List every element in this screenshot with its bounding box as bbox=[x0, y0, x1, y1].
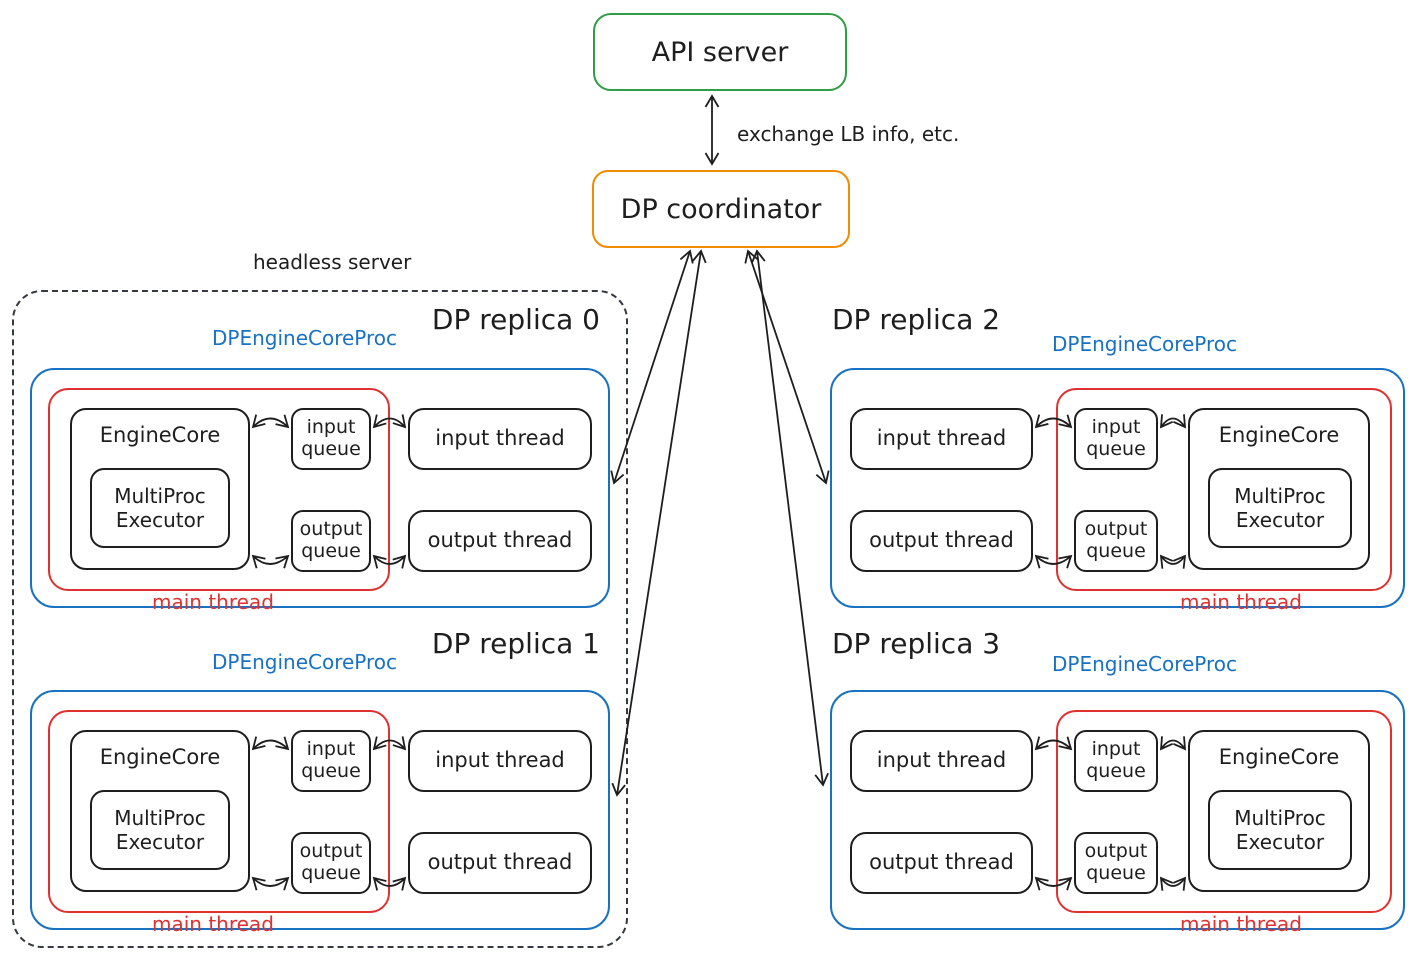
replica0-output-queue-box: output queue bbox=[291, 510, 371, 572]
replica2-proc-label: DPEngineCoreProc bbox=[1052, 332, 1238, 356]
output-thread-label: output thread bbox=[869, 850, 1014, 875]
replica1-output-thread-box: output thread bbox=[408, 832, 592, 894]
engine-core-label: EngineCore bbox=[1218, 423, 1340, 447]
input-queue-label: input queue bbox=[301, 416, 361, 460]
replica2-output-queue-box: output queue bbox=[1074, 510, 1158, 572]
output-thread-label: output thread bbox=[427, 528, 573, 553]
multiproc-executor-label: MultiProc Executor bbox=[1234, 806, 1326, 854]
headless-server-label: headless server bbox=[253, 250, 412, 274]
input-queue-label: input queue bbox=[1086, 738, 1146, 782]
input-thread-label: input thread bbox=[876, 748, 1007, 773]
replica2-multiproc-executor-box: MultiProc Executor bbox=[1208, 468, 1352, 548]
replica2-title: DP replica 2 bbox=[832, 303, 1001, 336]
replica2-main-thread-box bbox=[1056, 388, 1392, 591]
replica0-multiproc-executor-box: MultiProc Executor bbox=[90, 468, 230, 548]
input-thread-label: input thread bbox=[435, 426, 565, 451]
api-server-box: API server bbox=[593, 13, 847, 91]
output-queue-label: output queue bbox=[1084, 518, 1148, 562]
engine-core-label: EngineCore bbox=[99, 745, 221, 769]
replica0-output-thread-box: output thread bbox=[408, 510, 592, 572]
engine-core-label: EngineCore bbox=[1218, 745, 1340, 769]
replica2-main-thread-label: main thread bbox=[1180, 590, 1302, 614]
replica3-input-thread-box: input thread bbox=[850, 730, 1033, 792]
output-thread-label: output thread bbox=[427, 850, 573, 875]
arrow-coordinator-replica1 bbox=[611, 249, 707, 797]
replica3-proc-label: DPEngineCoreProc bbox=[1052, 652, 1238, 676]
exchange-info-label: exchange LB info, etc. bbox=[737, 122, 960, 146]
replica3-title: DP replica 3 bbox=[832, 627, 1001, 660]
replica0-proc-label: DPEngineCoreProc bbox=[212, 326, 398, 350]
replica3-main-thread-box bbox=[1056, 710, 1392, 913]
replica0-proc-box bbox=[30, 368, 610, 608]
replica0-main-thread-label: main thread bbox=[152, 590, 274, 614]
replica0-input-queue-box: input queue bbox=[291, 408, 371, 470]
replica1-input-thread-box: input thread bbox=[408, 730, 592, 792]
arrow-coordinator-replica3 bbox=[751, 249, 829, 787]
replica1-input-queue-box: input queue bbox=[291, 730, 371, 792]
replica0-title: DP replica 0 bbox=[431, 303, 600, 336]
replica0-input-thread-box: input thread bbox=[408, 408, 592, 470]
input-queue-label: input queue bbox=[1086, 416, 1146, 460]
replica3-multiproc-executor-box: MultiProc Executor bbox=[1208, 790, 1352, 870]
output-queue-label: output queue bbox=[299, 518, 363, 562]
input-thread-label: input thread bbox=[876, 426, 1007, 451]
arrow-coordinator-replica2 bbox=[744, 249, 830, 485]
replica0-main-thread-box bbox=[48, 388, 390, 591]
output-thread-label: output thread bbox=[869, 528, 1014, 553]
replica1-main-thread-box bbox=[48, 710, 390, 913]
multiproc-executor-label: MultiProc Executor bbox=[114, 806, 206, 854]
input-queue-label: input queue bbox=[301, 738, 361, 782]
multiproc-executor-label: MultiProc Executor bbox=[114, 484, 206, 532]
replica2-proc-box bbox=[830, 368, 1405, 608]
replica2-input-thread-box: input thread bbox=[850, 408, 1033, 470]
replica1-title: DP replica 1 bbox=[431, 627, 600, 660]
api-server-label: API server bbox=[651, 36, 789, 68]
replica3-output-queue-box: output queue bbox=[1074, 832, 1158, 894]
replica2-output-thread-box: output thread bbox=[850, 510, 1033, 572]
replica2-input-queue-box: input queue bbox=[1074, 408, 1158, 470]
replica1-multiproc-executor-box: MultiProc Executor bbox=[90, 790, 230, 870]
replica1-proc-box bbox=[30, 690, 610, 930]
multiproc-executor-label: MultiProc Executor bbox=[1234, 484, 1326, 532]
dp-coordinator-box: DP coordinator bbox=[592, 170, 850, 248]
replica3-proc-box bbox=[830, 690, 1405, 930]
replica3-main-thread-label: main thread bbox=[1180, 912, 1302, 936]
output-queue-label: output queue bbox=[299, 840, 363, 884]
output-queue-label: output queue bbox=[1084, 840, 1148, 884]
input-thread-label: input thread bbox=[435, 748, 565, 773]
engine-core-label: EngineCore bbox=[99, 423, 221, 447]
replica3-output-thread-box: output thread bbox=[850, 832, 1033, 894]
replica1-output-queue-box: output queue bbox=[291, 832, 371, 894]
replica1-main-thread-label: main thread bbox=[152, 912, 274, 936]
replica3-input-queue-box: input queue bbox=[1074, 730, 1158, 792]
dp-coordinator-label: DP coordinator bbox=[620, 193, 822, 225]
replica1-proc-label: DPEngineCoreProc bbox=[212, 650, 398, 674]
